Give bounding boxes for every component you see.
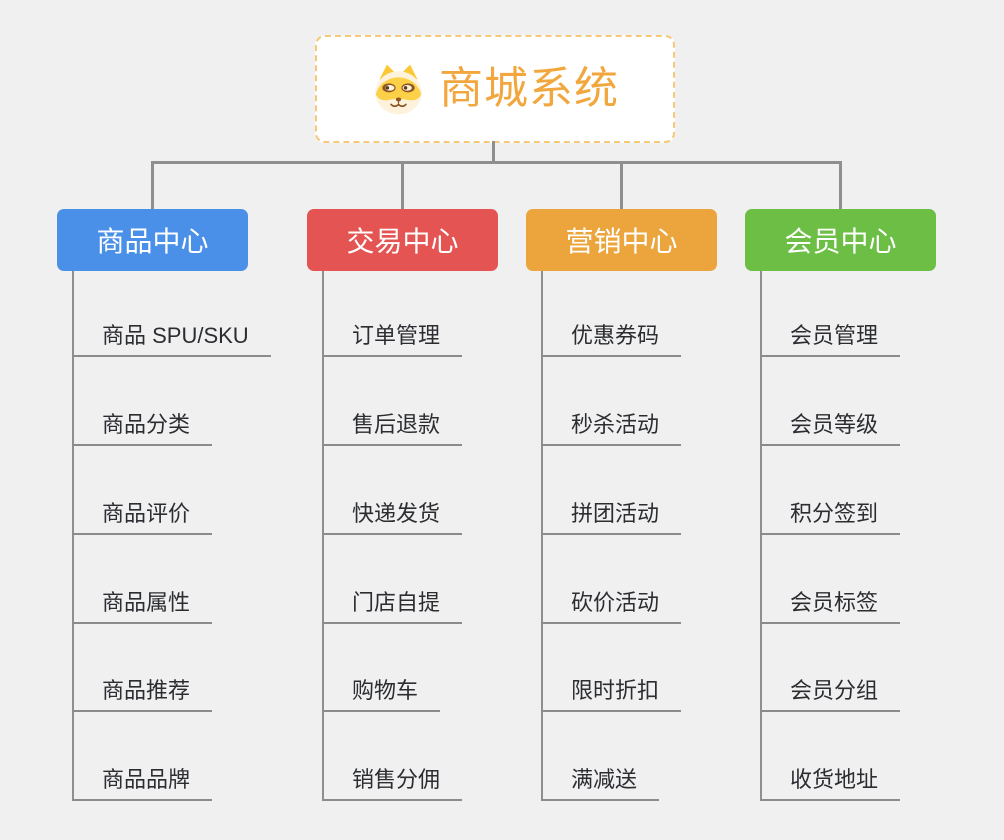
leaf-node[interactable]: 商品品牌: [72, 765, 213, 801]
drop-line-member: [839, 161, 842, 210]
leaf-node[interactable]: 快递发货: [322, 499, 463, 535]
leaf-node[interactable]: 商品属性: [72, 588, 213, 624]
leaf-node[interactable]: 砍价活动: [541, 588, 682, 624]
leaf-node[interactable]: 售后退款: [322, 410, 463, 446]
branch-node-trade[interactable]: 交易中心: [307, 209, 498, 271]
leaf-node[interactable]: 商品评价: [72, 499, 213, 535]
branch-node-member[interactable]: 会员中心: [745, 209, 936, 271]
branch-children-member: 会员管理 会员等级 积分签到 会员标签 会员分组 收货地址: [760, 271, 1004, 801]
leaf-node[interactable]: 购物车: [322, 676, 441, 712]
leaf-node[interactable]: 订单管理: [322, 321, 463, 357]
trunk-line-product: [72, 271, 74, 800]
branch-children-product: 商品 SPU/SKU 商品分类 商品评价 商品属性 商品推荐 商品品牌: [72, 271, 352, 801]
leaf-node[interactable]: 限时折扣: [541, 676, 682, 712]
drop-line-product: [151, 161, 154, 210]
leaf-node[interactable]: 商品 SPU/SKU: [72, 321, 271, 357]
drop-line-marketing: [620, 161, 623, 210]
dog-face-icon: [375, 64, 422, 114]
leaf-node[interactable]: 优惠券码: [541, 321, 682, 357]
drop-line-trade: [401, 161, 404, 210]
leaf-node[interactable]: 会员等级: [760, 410, 901, 446]
branch-node-marketing[interactable]: 营销中心: [526, 209, 717, 271]
root-title: 商城系统: [439, 64, 619, 113]
trunk-line-trade: [322, 271, 324, 800]
branch-children-trade: 订单管理 售后退款 快递发货 门店自提 购物车 销售分佣: [322, 271, 602, 801]
leaf-node[interactable]: 秒杀活动: [541, 410, 682, 446]
leaf-node[interactable]: 积分签到: [760, 499, 901, 535]
leaf-node[interactable]: 门店自提: [322, 588, 463, 624]
leaf-node[interactable]: 会员分组: [760, 676, 901, 712]
trunk-line-member: [760, 271, 762, 800]
leaf-node[interactable]: 商品分类: [72, 410, 213, 446]
leaf-node[interactable]: 收货地址: [760, 765, 901, 801]
root-stem-line: [492, 141, 495, 163]
leaf-node[interactable]: 拼团活动: [541, 499, 682, 535]
root-node[interactable]: 商城系统: [315, 35, 675, 143]
leaf-node[interactable]: 商品推荐: [72, 676, 213, 712]
branch-node-product[interactable]: 商品中心: [57, 209, 248, 271]
branch-children-marketing: 优惠券码 秒杀活动 拼团活动 砍价活动 限时折扣 满减送: [541, 271, 821, 801]
trunk-line-marketing: [541, 271, 543, 800]
bus-line: [151, 161, 841, 164]
leaf-node[interactable]: 会员标签: [760, 588, 901, 624]
leaf-node[interactable]: 满减送: [541, 765, 660, 801]
leaf-node[interactable]: 会员管理: [760, 321, 901, 357]
leaf-node[interactable]: 销售分佣: [322, 765, 463, 801]
